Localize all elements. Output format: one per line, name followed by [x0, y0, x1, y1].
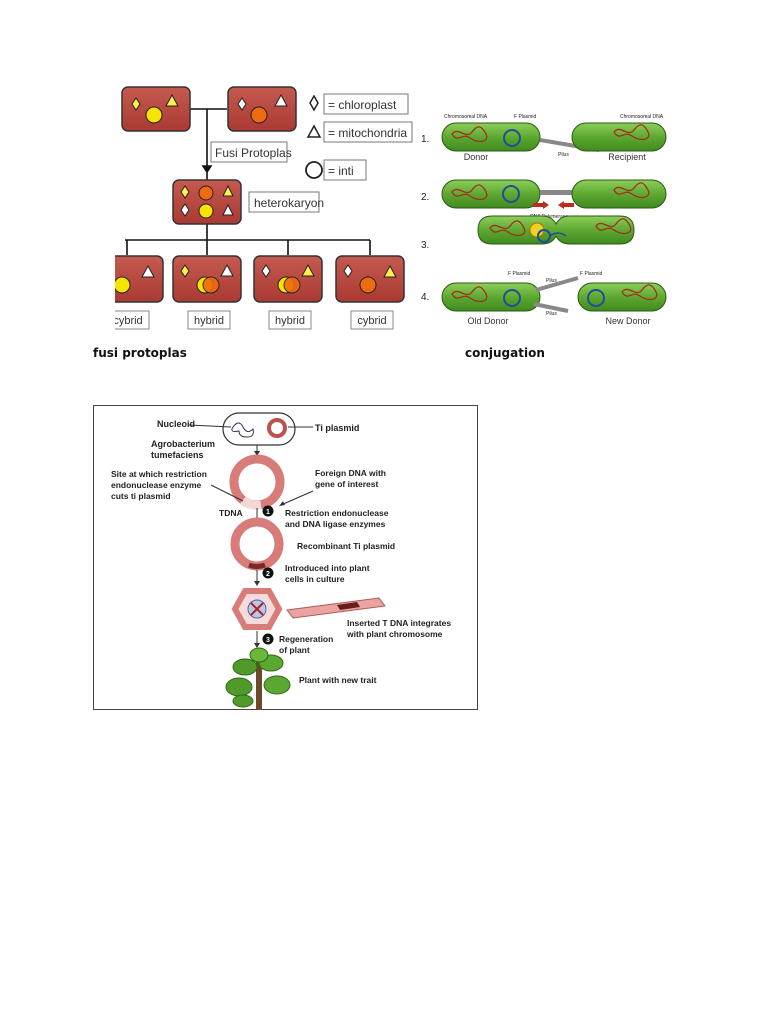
label-step-1b: and DNA ligase enzymes [285, 519, 386, 529]
protoplast-fusion-diagram: Fusi Protoplas heterokaryon = chloroplas… [115, 86, 413, 330]
fusion-process-label: Fusi Protoplas [215, 146, 292, 160]
label-chromosomal-dna-2: Chromosomal DNA [620, 114, 664, 120]
plant-cell [231, 588, 283, 630]
conjugation-step-2 [441, 179, 667, 209]
label-step-3b: of plant [279, 645, 310, 655]
inserted-dna-strand [286, 597, 386, 619]
label-tumefaciens: tumefaciens [151, 450, 204, 460]
parent-cell-left [121, 86, 191, 132]
label-nucleoid: Nucleoid [157, 419, 195, 429]
conjugation-step-3: DNA Polymerase [477, 214, 635, 245]
conjugation-step-1: Chromosomal DNA F Plasmid Chromosomal DN… [441, 114, 667, 162]
label-step-1a: Restriction endonuclease [285, 508, 389, 518]
label-pilus-3: Pilus [546, 311, 557, 317]
result-label-4: cybrid [357, 315, 386, 327]
step-number-4: 4. [421, 292, 429, 303]
ti-diagram-frame [93, 405, 478, 710]
legend-mitochondria: = mitochondria [328, 126, 407, 140]
agrobacterium-cell [222, 412, 296, 446]
result-cell-cybrid-2 [335, 255, 405, 303]
fusion-legend: = chloroplast = mitochondria = inti [305, 93, 413, 181]
label-inserted-1: Inserted T DNA integrates [347, 618, 451, 628]
step-number-1: 1. [421, 134, 429, 145]
label-f-plasmid: F Plasmid [514, 114, 536, 120]
legend-chloroplast: = chloroplast [328, 98, 397, 112]
label-f-plasmid-3: F Plasmid [580, 271, 602, 277]
result-label-3: hybrid [275, 315, 305, 327]
regenerated-plant [225, 647, 291, 710]
heterokaryon-cell [172, 179, 242, 225]
label-f-plasmid-2: F Plasmid [508, 271, 530, 277]
step-number-3: 3. [421, 240, 429, 251]
label-site-1: Site at which restriction [111, 469, 207, 479]
ti-plasmid-diagram: Nucleoid Ti plasmid Agrobacterium tumefa… [93, 405, 478, 710]
label-step-2a: Introduced into plant [285, 563, 370, 573]
label-recombinant: Recombinant Ti plasmid [297, 541, 395, 551]
label-pilus-2: Pilus [546, 278, 557, 284]
label-pilus: Pilus [558, 152, 569, 158]
label-step-2b: cells in culture [285, 574, 345, 584]
label-site-2: endonuclease enzyme [111, 480, 202, 490]
result-label-2: hybrid [194, 315, 224, 327]
label-new-trait: Plant with new trait [299, 675, 377, 685]
step-1-number: 1 [266, 509, 270, 516]
heterokaryon-label: heterokaryon [254, 196, 324, 210]
step-number-2: 2. [421, 192, 429, 203]
step-1-badge [262, 505, 274, 517]
fusion-connectors [125, 108, 371, 255]
label-tdna: TDNA [219, 508, 243, 518]
step-3-badge [262, 633, 274, 645]
label-chromosomal-dna: Chromosomal DNA [444, 114, 488, 120]
conjugation-step-4: F Plasmid F Plasmid Pilus Pilus Old Dono… [441, 271, 667, 326]
label-foreign-dna-1: Foreign DNA with [315, 468, 386, 478]
label-recipient: Recipient [608, 152, 646, 162]
result-label-1: cybrid [115, 315, 143, 327]
result-cell-cybrid-1 [115, 255, 164, 303]
label-new-donor: New Donor [605, 316, 650, 326]
result-cell-hybrid-2 [253, 255, 323, 303]
result-cell-hybrid-1 [172, 255, 242, 303]
parent-cell-right [227, 86, 297, 132]
step-3-number: 3 [266, 637, 270, 644]
step-2-number: 2 [266, 571, 270, 578]
label-old-donor: Old Donor [467, 316, 508, 326]
label-site-3: cuts ti plasmid [111, 491, 171, 501]
caption-fusion: fusi protoplas [93, 346, 187, 360]
conjugation-diagram: 1. 2. 3. 4. Chromosomal DNA F Plasmid Ch… [421, 114, 667, 326]
step-2-badge [262, 567, 274, 579]
label-ti-plasmid: Ti plasmid [315, 423, 359, 433]
legend-nucleus: = inti [328, 164, 354, 178]
label-foreign-dna-2: gene of interest [315, 479, 378, 489]
label-donor: Donor [464, 152, 489, 162]
label-step-3a: Regeneration [279, 634, 333, 644]
label-agrobacterium: Agrobacterium [151, 439, 215, 449]
caption-conjugation: conjugation [465, 346, 545, 360]
label-inserted-2: with plant chromosome [346, 629, 443, 639]
